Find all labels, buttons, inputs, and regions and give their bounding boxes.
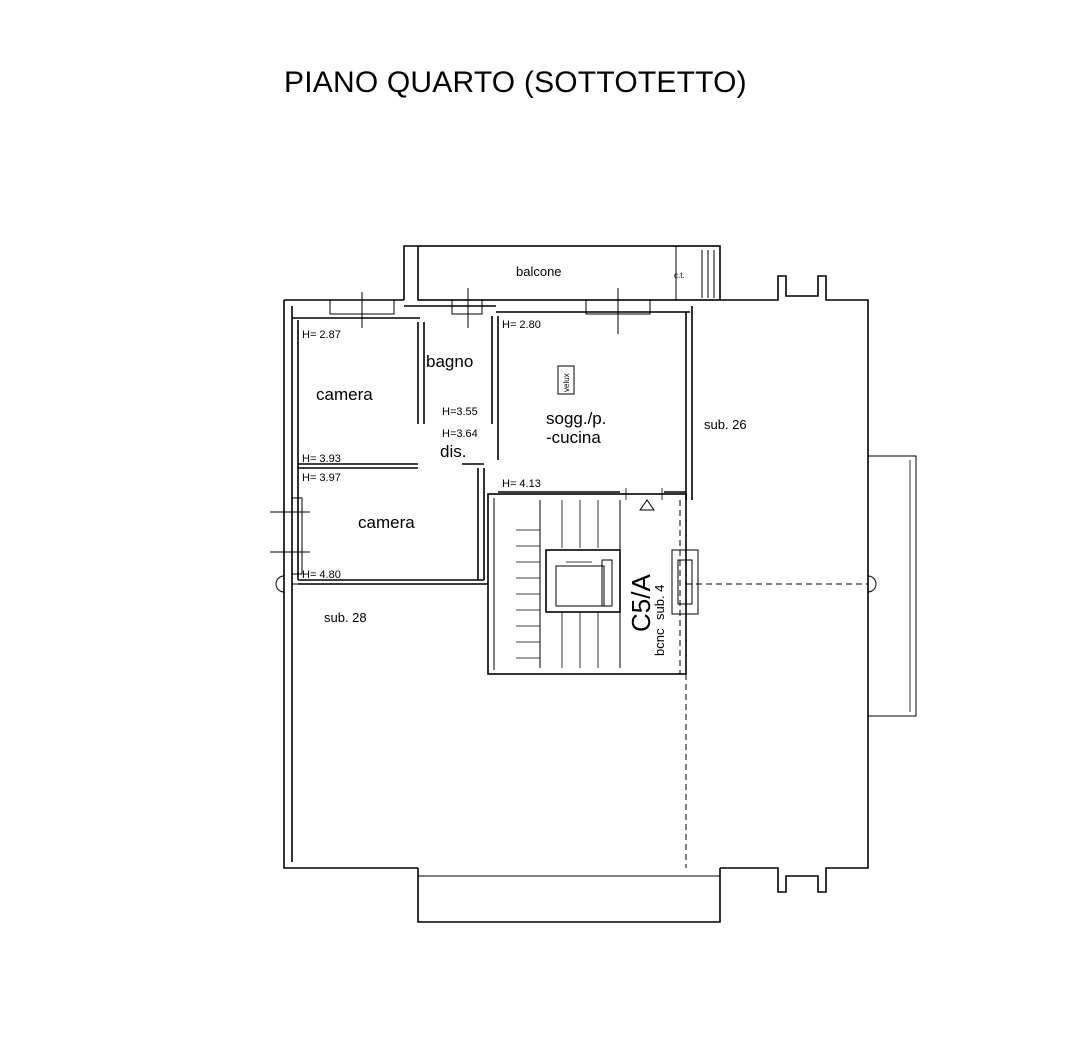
label-stair-code: C5/A xyxy=(626,574,656,632)
label-soggiorno-2: -cucina xyxy=(546,428,601,447)
height-camera-bottom-lower: H= 4.80 xyxy=(302,569,341,581)
height-dis-1: H=3.55 xyxy=(442,406,478,418)
windows xyxy=(270,288,699,615)
apartment-walls xyxy=(292,305,693,585)
label-bagno: bagno xyxy=(426,352,473,371)
velux-window: velux xyxy=(557,365,575,395)
label-camera-bottom: camera xyxy=(358,513,415,532)
label-camera-top: camera xyxy=(316,385,373,404)
height-dis-2: H=3.64 xyxy=(442,428,478,440)
label-soggiorno-1: sogg./p. xyxy=(546,409,607,428)
page-title: PIANO QUARTO (SOTTOTETTO) xyxy=(284,66,747,99)
subunit-boundaries xyxy=(275,500,877,868)
height-soggiorno-lower: H= 4.13 xyxy=(502,478,541,490)
label-sub26: sub. 26 xyxy=(704,417,747,432)
building-outline xyxy=(283,275,917,923)
balcony xyxy=(403,245,721,301)
height-camera-bottom-upper: H= 3.97 xyxy=(302,472,341,484)
label-velux: velux xyxy=(562,373,571,392)
label-ct: c.t. xyxy=(674,271,685,280)
label-dis: dis. xyxy=(440,442,466,461)
label-bcnc: bcnc xyxy=(652,628,667,656)
label-sub28: sub. 28 xyxy=(324,610,367,625)
label-balcone: balcone xyxy=(516,264,562,279)
height-camera-top-upper: H= 2.87 xyxy=(302,329,341,341)
height-camera-top-lower: H= 3.93 xyxy=(302,453,341,465)
label-sub4: sub. 4 xyxy=(652,585,667,620)
height-soggiorno-upper: H= 2.80 xyxy=(502,319,541,331)
